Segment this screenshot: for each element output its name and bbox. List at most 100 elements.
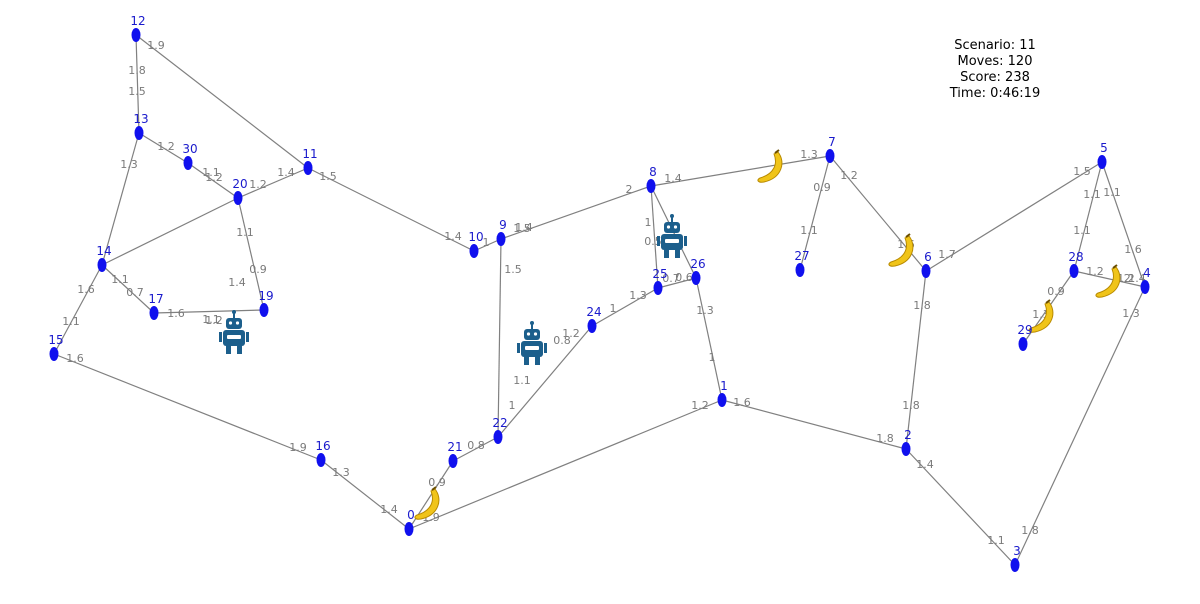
node-19[interactable]: 19 bbox=[258, 289, 274, 317]
node-28[interactable]: 28 bbox=[1068, 250, 1084, 278]
edge-weight-label: 1.4 bbox=[444, 230, 462, 243]
edge-2-3 bbox=[905, 448, 1016, 566]
node-2[interactable]: 2 bbox=[901, 428, 912, 456]
edge-28-4 bbox=[1073, 270, 1146, 288]
time-label: Time: bbox=[949, 86, 986, 101]
node-label: 4 bbox=[1143, 266, 1151, 280]
node-8[interactable]: 8 bbox=[646, 165, 657, 193]
node-marker[interactable] bbox=[587, 319, 597, 333]
node-16[interactable]: 16 bbox=[315, 439, 331, 467]
node-marker[interactable] bbox=[316, 453, 326, 467]
node-marker[interactable] bbox=[653, 281, 663, 295]
node-marker[interactable] bbox=[183, 156, 193, 170]
node-29[interactable]: 29 bbox=[1017, 323, 1033, 351]
node-marker[interactable] bbox=[825, 149, 835, 163]
edge-22-9 bbox=[497, 238, 502, 438]
edge-2-1 bbox=[721, 399, 907, 450]
node-marker[interactable] bbox=[469, 244, 479, 258]
edge-weight-label: 1 bbox=[509, 399, 516, 412]
node-marker[interactable] bbox=[259, 303, 269, 317]
edge-weight-label: 1.8 bbox=[1021, 524, 1039, 537]
node-30[interactable]: 30 bbox=[182, 142, 198, 170]
node-marker[interactable] bbox=[901, 442, 911, 456]
node-marker[interactable] bbox=[404, 522, 414, 536]
edge-weight-label: 1.2 bbox=[205, 171, 223, 184]
moves-label: Moves: bbox=[957, 54, 1004, 69]
node-marker[interactable] bbox=[49, 347, 59, 361]
edge-1-26 bbox=[695, 277, 723, 401]
edge-weight-label: 1.5 bbox=[128, 85, 146, 98]
node-marker[interactable] bbox=[717, 393, 727, 407]
edge-weight-label: 1.1 bbox=[202, 313, 220, 326]
edge-weight-label: 1.1 bbox=[1073, 224, 1091, 237]
node-marker[interactable] bbox=[97, 258, 107, 272]
edge-weight-label: 1.2 bbox=[157, 140, 175, 153]
edge-weight-label: 1.5 bbox=[513, 222, 531, 235]
node-marker[interactable] bbox=[493, 430, 503, 444]
node-9[interactable]: 9 bbox=[496, 218, 507, 246]
banana-icon bbox=[888, 233, 914, 267]
node-17[interactable]: 17 bbox=[148, 292, 164, 320]
node-21[interactable]: 21 bbox=[447, 440, 463, 468]
edge-9-8 bbox=[500, 185, 652, 240]
node-4[interactable]: 4 bbox=[1140, 266, 1151, 294]
node-label: 14 bbox=[96, 244, 111, 258]
banana-icon bbox=[757, 149, 783, 183]
node-13[interactable]: 13 bbox=[133, 112, 149, 140]
edge-weight-label: 1.3 bbox=[629, 289, 647, 302]
banana-icon bbox=[1028, 299, 1054, 333]
node-marker[interactable] bbox=[149, 306, 159, 320]
node-marker[interactable] bbox=[921, 264, 931, 278]
node-marker[interactable] bbox=[1010, 558, 1020, 572]
node-marker[interactable] bbox=[795, 263, 805, 277]
moves-row: Moves: 120 bbox=[900, 54, 1090, 70]
edge-weight-label: 1.1 bbox=[1083, 188, 1101, 201]
node-12[interactable]: 12 bbox=[130, 14, 146, 42]
node-27[interactable]: 27 bbox=[794, 249, 810, 277]
node-marker[interactable] bbox=[131, 28, 141, 42]
node-marker[interactable] bbox=[1018, 337, 1028, 351]
edge-weight-label: 1.2 bbox=[1086, 265, 1104, 278]
node-6[interactable]: 6 bbox=[921, 250, 932, 278]
node-14[interactable]: 14 bbox=[96, 244, 112, 272]
node-marker[interactable] bbox=[496, 232, 506, 246]
node-marker[interactable] bbox=[303, 161, 313, 175]
node-15[interactable]: 15 bbox=[48, 333, 64, 361]
node-marker[interactable] bbox=[691, 271, 701, 285]
edge-weight-label: 1.2 bbox=[1117, 272, 1135, 285]
node-marker[interactable] bbox=[646, 179, 656, 193]
node-5[interactable]: 5 bbox=[1097, 141, 1108, 169]
score-label: Score: bbox=[960, 70, 1001, 85]
node-label: 9 bbox=[499, 218, 507, 232]
edge-weight-label: 0.9 bbox=[1047, 285, 1065, 298]
node-label: 2 bbox=[904, 428, 912, 442]
node-11[interactable]: 11 bbox=[302, 147, 318, 175]
edge-20-14 bbox=[101, 197, 239, 266]
node-0[interactable]: 0 bbox=[404, 508, 415, 536]
node-1[interactable]: 1 bbox=[717, 379, 728, 407]
edge-weight-label: 1.6 bbox=[1124, 243, 1142, 256]
edge-weight-label: 0.7 bbox=[126, 286, 144, 299]
edge-7-27 bbox=[799, 155, 831, 271]
node-10[interactable]: 10 bbox=[468, 230, 484, 258]
node-label: 28 bbox=[1068, 250, 1083, 264]
node-marker[interactable] bbox=[1097, 155, 1107, 169]
node-24[interactable]: 24 bbox=[586, 305, 602, 333]
node-marker[interactable] bbox=[448, 454, 458, 468]
node-22[interactable]: 22 bbox=[492, 416, 508, 444]
edges-layer bbox=[53, 34, 1146, 566]
node-26[interactable]: 26 bbox=[690, 257, 706, 285]
node-25[interactable]: 25 bbox=[652, 267, 668, 295]
node-label: 3 bbox=[1013, 544, 1021, 558]
node-marker[interactable] bbox=[134, 126, 144, 140]
node-label: 27 bbox=[794, 249, 809, 263]
node-3[interactable]: 3 bbox=[1010, 544, 1021, 572]
node-20[interactable]: 20 bbox=[232, 177, 248, 205]
node-label: 17 bbox=[148, 292, 163, 306]
node-7[interactable]: 7 bbox=[825, 135, 836, 163]
node-marker[interactable] bbox=[1069, 264, 1079, 278]
edge-weight-label: 1.6 bbox=[733, 396, 751, 409]
node-marker[interactable] bbox=[1140, 280, 1150, 294]
node-marker[interactable] bbox=[233, 191, 243, 205]
